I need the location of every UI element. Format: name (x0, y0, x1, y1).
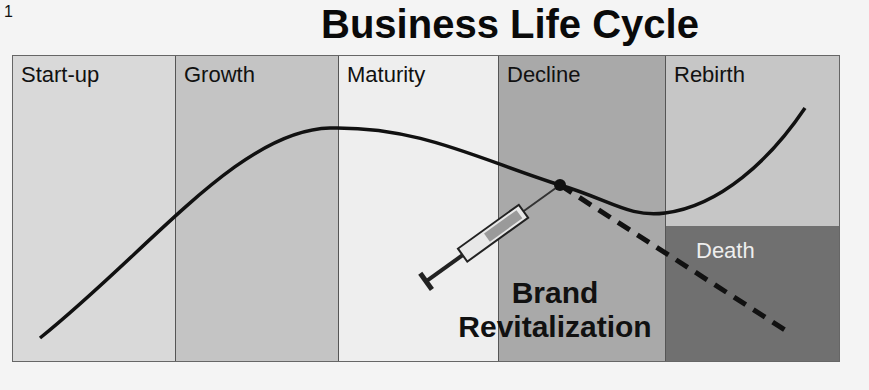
stage-label: Rebirth (674, 62, 745, 88)
revitalization-point (554, 179, 566, 191)
rebirth-band: RebirthDeath (666, 56, 839, 361)
syringe-icon (420, 177, 566, 290)
syringe-fluid (484, 210, 522, 241)
stage-label: Death (696, 238, 755, 264)
life-cycle-curve (40, 108, 805, 338)
syringe-barrel (458, 205, 528, 262)
stage-label: Maturity (347, 62, 425, 88)
syringe-plunger (426, 255, 463, 281)
revitalization-label: Brand Revitalization (415, 276, 695, 344)
syringe-needle (523, 185, 560, 211)
growth-band: Growth (176, 56, 339, 361)
life-cycle-panel: Start-up Growth Maturity Decline RebirthDeat… (12, 55, 840, 362)
start-up-band: Start-up (13, 56, 176, 361)
diagram-title: Business Life Cycle (0, 1, 869, 47)
stage-label: Decline (507, 62, 580, 88)
syringe-handle (420, 273, 432, 289)
stage-label: Start-up (21, 62, 99, 88)
stage-label: Growth (184, 62, 255, 88)
death-box: Death (666, 226, 839, 361)
page-number: 1 (4, 2, 13, 22)
